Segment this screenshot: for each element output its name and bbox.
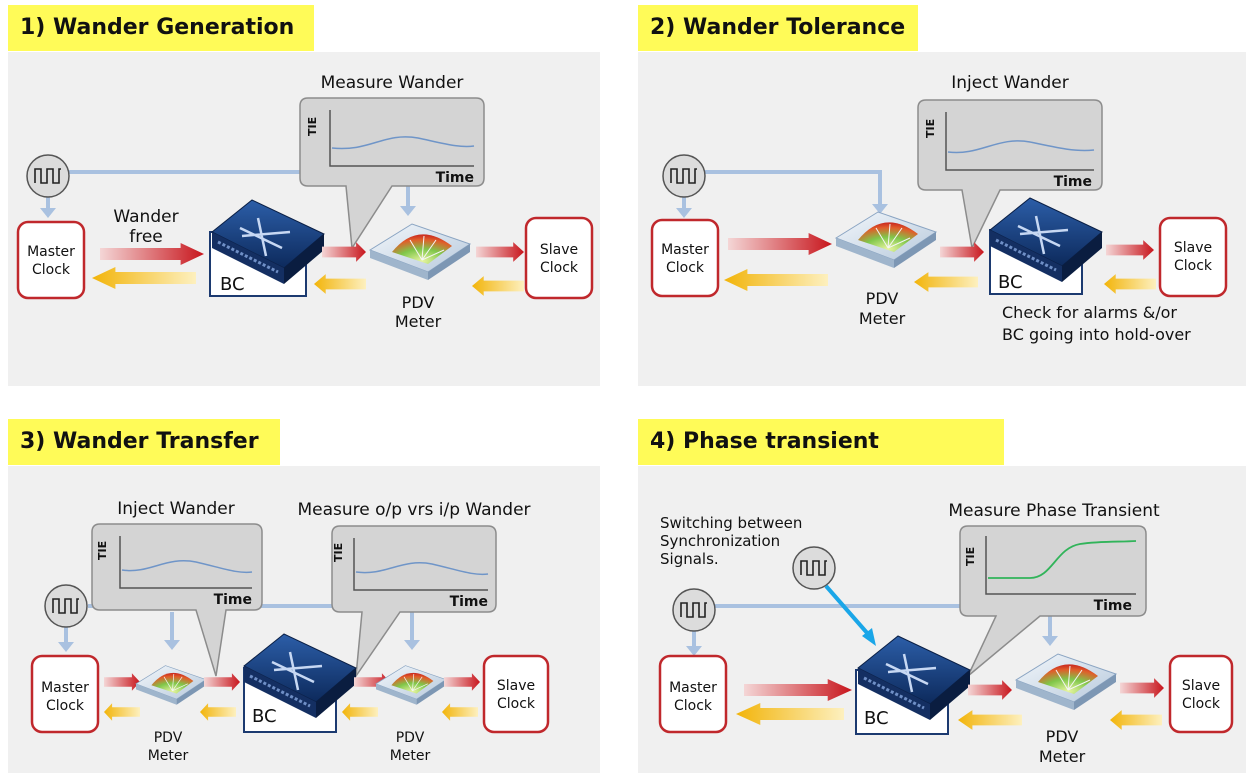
time-axis-label: Time	[450, 594, 488, 610]
clock-source-icon	[672, 588, 716, 632]
clock-source-icon	[44, 584, 88, 628]
pdv-meter-label-1: PDV	[402, 293, 435, 312]
wander-curve	[355, 562, 489, 576]
tie-axis-label: TIE	[924, 119, 937, 138]
tie-axis-label: TIE	[96, 541, 109, 560]
wander-curve	[121, 560, 253, 574]
slave-clock	[524, 216, 594, 300]
master-clock	[16, 220, 86, 300]
pdv-meter-b-label-2: Meter	[390, 748, 431, 764]
pdv-meter-label-2: Meter	[1039, 747, 1086, 766]
alarm-note-line-1: Check for alarms &/or	[1002, 303, 1177, 322]
panel-wander-transfer: TIE Time Inject Wander TIE Time Measure …	[8, 466, 600, 773]
tie-axis-label: TIE	[332, 543, 345, 562]
master-clock-label-2: Clock	[666, 260, 705, 276]
switching-text-1: Switching between	[660, 514, 802, 532]
master-clock	[30, 654, 100, 734]
alt-clock-source-icon	[792, 546, 836, 590]
panel-wander-tolerance: TIE Time Inject Wander Master Clock PDV …	[638, 52, 1246, 386]
switching-text-3: Signals.	[660, 550, 719, 568]
slave-clock-label-1: Slave	[497, 678, 535, 694]
slave-clock	[1158, 216, 1228, 298]
time-axis-label: Time	[1054, 174, 1092, 190]
sync-line	[704, 170, 882, 208]
bc-label: BC	[864, 708, 889, 729]
inject-wander-label: Inject Wander	[951, 73, 1069, 93]
slave-clock-label-1: Slave	[540, 242, 578, 258]
wander-curve	[331, 136, 475, 150]
wander-free-label-1: Wander	[113, 207, 178, 227]
inject-wander-label: Inject Wander	[117, 499, 235, 519]
time-axis-label: Time	[214, 592, 252, 608]
master-clock-label-2: Clock	[46, 698, 85, 714]
measure-ratio-label: Measure o/p vrs i/p Wander	[297, 500, 530, 520]
master-clock-label-2: Clock	[674, 698, 713, 714]
tie-axis-label: TIE	[306, 117, 319, 136]
measure-callout	[331, 525, 497, 679]
bc-label: BC	[220, 274, 245, 295]
wander-curve	[947, 140, 1095, 154]
pdv-meter-label-1: PDV	[1046, 727, 1079, 746]
transient-curve	[988, 540, 1137, 579]
pdv-meter-a-label-2: Meter	[148, 748, 189, 764]
slave-clock-label-2: Clock	[540, 260, 579, 276]
wander-free-label-2: free	[129, 227, 163, 247]
slave-clock	[1168, 654, 1234, 734]
pdv-meter-label-2: Meter	[395, 312, 442, 331]
clock-source-icon	[662, 154, 706, 198]
bc-label: BC	[252, 706, 277, 727]
pdv-meter-b-label-1: PDV	[396, 730, 425, 746]
slave-clock	[482, 654, 550, 734]
slave-clock-label-1: Slave	[1174, 240, 1212, 256]
master-clock	[650, 218, 720, 298]
pdv-meter-label-2: Meter	[859, 309, 906, 328]
master-clock-label-1: Master	[669, 680, 717, 696]
panel1-title: 1) Wander Generation	[8, 5, 314, 51]
slave-clock-label-2: Clock	[1182, 696, 1221, 712]
master-clock	[658, 654, 728, 734]
master-clock-label-1: Master	[41, 680, 89, 696]
master-clock-label-1: Master	[661, 242, 709, 258]
tie-axis-label: TIE	[964, 547, 977, 566]
panel2-title: 2) Wander Tolerance	[638, 5, 918, 51]
measure-callout	[959, 525, 1147, 677]
switch-line	[824, 584, 870, 636]
clock-source-icon	[26, 154, 70, 198]
measure-transient-label: Measure Phase Transient	[948, 501, 1160, 521]
time-axis-label: Time	[436, 170, 474, 186]
slave-clock-label-1: Slave	[1182, 678, 1220, 694]
slave-clock-label-2: Clock	[1174, 258, 1213, 274]
pdv-meter-label-1: PDV	[866, 289, 899, 308]
panel3-title: 3) Wander Transfer	[8, 419, 280, 465]
alarm-note-line-2: BC going into hold-over	[1002, 325, 1191, 344]
master-clock-label-1: Master	[27, 244, 75, 260]
panel-wander-generation: TIE Time Measure Wander Master Clock Wan…	[8, 52, 600, 386]
panel-phase-transient: Switching between Synchronization Signal…	[638, 466, 1246, 773]
time-axis-label: Time	[1094, 598, 1132, 614]
measure-wander-label: Measure Wander	[321, 73, 464, 93]
pdv-meter-a-label-1: PDV	[154, 730, 183, 746]
inject-callout	[91, 523, 263, 677]
slave-clock-label-2: Clock	[497, 696, 536, 712]
switching-text-2: Synchronization	[660, 532, 780, 550]
bc-label: BC	[998, 272, 1023, 293]
master-clock-label-2: Clock	[32, 262, 71, 278]
